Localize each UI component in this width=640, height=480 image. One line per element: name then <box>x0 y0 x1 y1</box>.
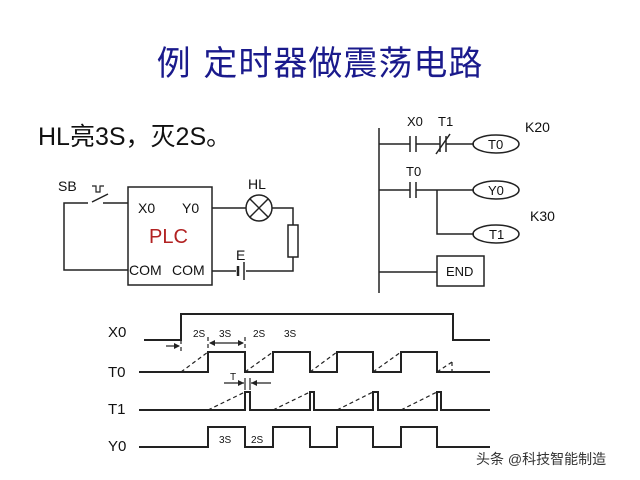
annotation-t-delay: T <box>230 372 236 383</box>
coil-t1 <box>472 224 520 244</box>
timer-ramps <box>180 337 453 411</box>
signal-label-t1: T1 <box>108 401 126 418</box>
lamp-label: HL <box>248 176 266 192</box>
wire-fuse-source <box>246 257 294 272</box>
annotation-2s-b: 2S <box>253 329 266 340</box>
plc-output-label: Y0 <box>182 200 199 216</box>
signal-label-y0: Y0 <box>108 438 126 455</box>
annotation-3s: 3S <box>219 329 232 340</box>
switch-button-icon <box>92 185 104 193</box>
plc-label: PLC <box>149 226 188 248</box>
signal-label-x0: X0 <box>108 324 126 341</box>
ladder-coil-y0: Y0 <box>488 183 504 198</box>
ladder-contact-t1: T1 <box>438 114 453 129</box>
signal-label-t0: T0 <box>108 364 126 381</box>
page-title: 例 定时器做震荡电路 <box>156 44 484 84</box>
coil-y0 <box>472 180 520 200</box>
end-instruction-box <box>436 255 485 287</box>
waveform-t0 <box>139 351 490 373</box>
lamp-cross-b <box>249 198 269 218</box>
annotation-y0-2s: 2S <box>251 435 264 446</box>
plc-com-left: COM <box>129 262 162 278</box>
wire-lamp-fuse <box>272 207 294 225</box>
ladder-contact-x0: X0 <box>407 114 423 129</box>
fuse-icon <box>287 224 299 258</box>
requirement-text: HL亮3S，灭2S。 <box>38 123 232 151</box>
plc-input-label: X0 <box>138 200 155 216</box>
switch-label: SB <box>58 178 77 194</box>
annotation-3s-b: 3S <box>284 329 297 340</box>
annotation-2s: 2S <box>193 329 206 340</box>
plc-com-right: COM <box>172 262 205 278</box>
ladder-preset-k20: K20 <box>525 119 550 135</box>
timing-diagram <box>139 313 490 448</box>
waveform-t1 <box>139 391 490 411</box>
watermark: 头条 @科技智能制造 <box>476 451 607 467</box>
ladder-coil-t0: T0 <box>488 137 503 152</box>
waveform-y0 <box>139 426 490 448</box>
wire-left-loop <box>63 202 128 271</box>
circuit-diagram <box>63 185 299 286</box>
ladder-preset-k30: K30 <box>530 208 555 224</box>
coil-t0 <box>472 134 520 154</box>
arrow-heads <box>174 340 257 386</box>
switch-sb-blade <box>91 193 109 203</box>
ladder-contact-t0: T0 <box>406 164 421 179</box>
ladder-end: END <box>446 264 473 279</box>
plc-box <box>127 186 213 286</box>
ladder-coil-t1: T1 <box>489 227 504 242</box>
waveform-x0 <box>144 313 490 341</box>
annotation-y0-3s: 3S <box>219 435 232 446</box>
ladder-diagram <box>378 128 520 293</box>
source-label: E <box>236 247 245 263</box>
